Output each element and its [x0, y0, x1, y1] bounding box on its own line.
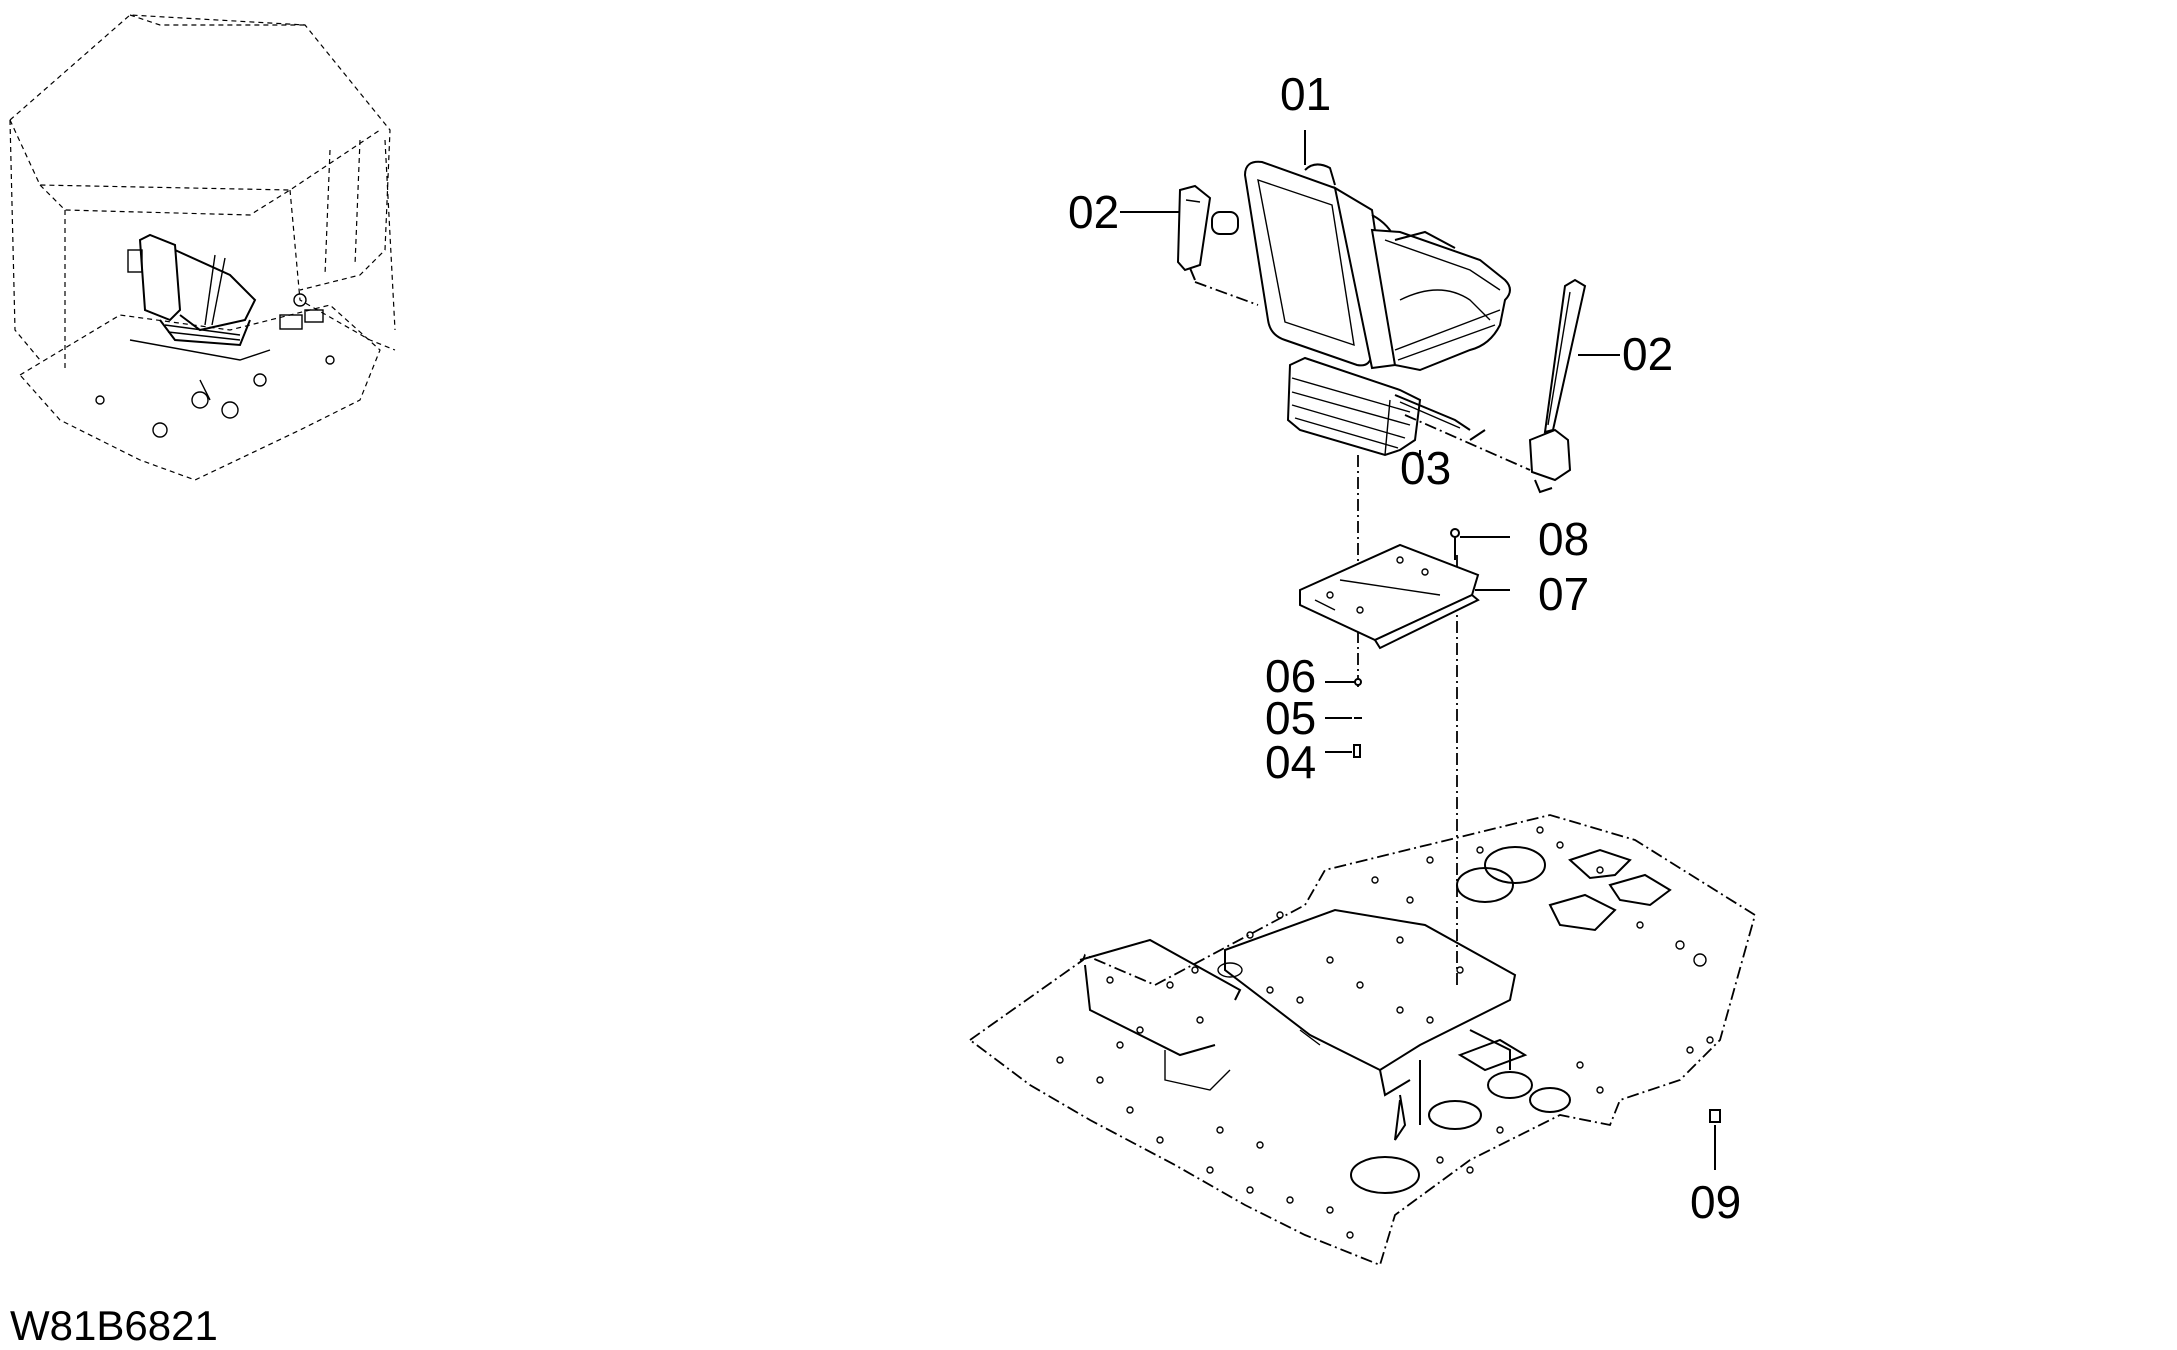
callout-02-left: 02 — [1068, 186, 1119, 238]
fastener-stack — [1325, 678, 1362, 758]
seat-assembly — [1120, 130, 1620, 494]
callout-01: 01 — [1280, 68, 1331, 120]
cab-floor-plate — [968, 814, 1757, 1267]
callout-03: 03 — [1400, 442, 1451, 494]
callout-02-right: 02 — [1622, 328, 1673, 380]
callout-04: 04 — [1265, 736, 1316, 788]
drawing-id: W81B6821 — [10, 1302, 218, 1349]
callout-08: 08 — [1538, 513, 1589, 565]
callout-06: 06 — [1265, 650, 1316, 702]
callout-07: 07 — [1538, 568, 1589, 620]
seat-mounting-plate — [1299, 528, 1510, 650]
callout-09: 09 — [1690, 1176, 1741, 1228]
callout-05: 05 — [1265, 692, 1316, 744]
cab-locator-view — [9, 14, 396, 481]
